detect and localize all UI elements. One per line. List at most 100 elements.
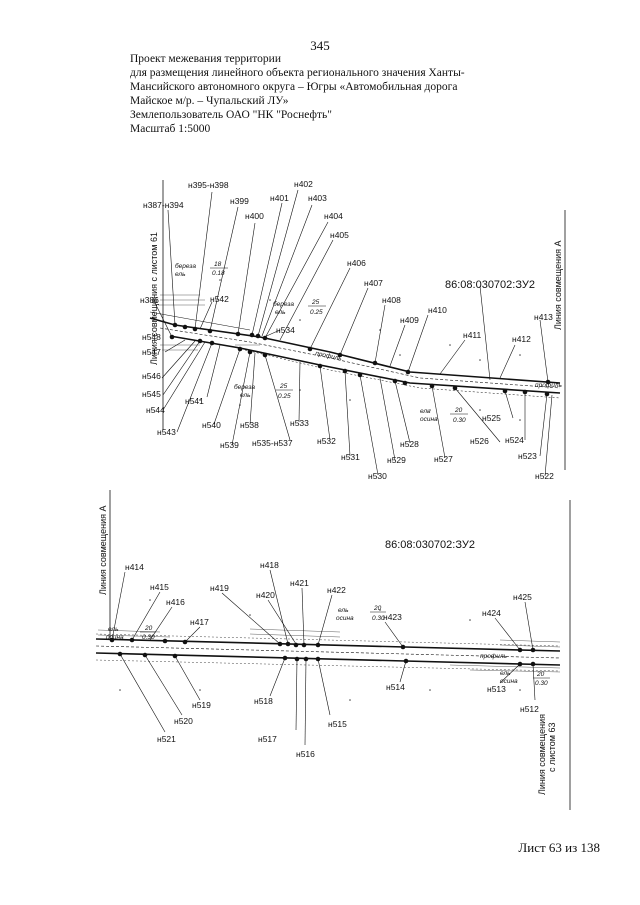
forest-label-aspen-b3: осина — [500, 678, 518, 685]
point-label: н546 — [142, 371, 161, 381]
top-road-label-1: профиль — [315, 350, 343, 363]
point-label: н413 — [534, 312, 553, 322]
point-label: н400 — [245, 211, 264, 221]
document-header: Проект межевания территории для размещен… — [130, 52, 465, 136]
point-label: н530 — [368, 471, 387, 481]
point-label: н403 — [308, 193, 327, 203]
header-line-2: для размещения линейного объекта региона… — [130, 67, 465, 79]
point-label: н514 — [386, 682, 405, 692]
point-label: н534 — [276, 325, 295, 335]
forest-num-3: 25 — [311, 299, 320, 306]
forest-label-spruce-2: ель — [275, 309, 286, 316]
point-label: н387-н394 — [143, 200, 184, 210]
point-label: н519 — [192, 700, 211, 710]
bottom-right-side-label-1: Линия совмещения — [537, 714, 547, 795]
top-map: Линия совмещения с листом 61 Линия совме… — [140, 179, 566, 481]
forest-label-spruce-b3: ель — [500, 670, 511, 677]
point-label: н528 — [400, 439, 419, 449]
point-label: н415 — [150, 582, 169, 592]
top-right-side-label: Линия совмещения А — [553, 241, 563, 330]
point-label: н416 — [166, 597, 185, 607]
bottom-road-label: профиль — [480, 653, 508, 660]
point-label: н420 — [256, 590, 275, 600]
point-label: н540 — [202, 420, 221, 430]
point-label: н547 — [142, 347, 161, 357]
forest-num-2: 0.18 — [212, 270, 225, 277]
forest-num-4: 0.25 — [310, 309, 323, 316]
forest-label-spruce-b2: ель — [338, 607, 349, 614]
point-label: н406 — [347, 258, 366, 268]
point-label: н412 — [512, 334, 531, 344]
point-label: н544 — [146, 405, 165, 415]
page-number: 345 — [310, 38, 330, 53]
forest-label-birch-1: береза — [175, 262, 196, 270]
point-label: н525 — [482, 413, 501, 423]
point-label: н526 — [470, 436, 489, 446]
forest-label-spruce-4: ель — [420, 408, 431, 415]
header-line-3: Мансийского автономного округа – Югры «А… — [130, 81, 458, 93]
point-label: н408 — [382, 295, 401, 305]
point-label: н395-н398 — [188, 180, 229, 190]
point-label: н425 — [513, 592, 532, 602]
point-label: н513 — [487, 684, 506, 694]
point-label: н520 — [174, 716, 193, 726]
point-label: н411 — [463, 330, 482, 340]
point-label: н517 — [258, 734, 277, 744]
forest-label-aspen-b1: осина — [106, 634, 124, 641]
forest-num-b5: 20 — [536, 671, 545, 678]
point-label: н535-н537 — [252, 438, 293, 448]
point-label: н542 — [210, 294, 229, 304]
point-label: н533 — [290, 418, 309, 428]
point-label: н518 — [254, 696, 273, 706]
point-label: н419 — [210, 583, 229, 593]
forest-label-birch-3: береза — [234, 383, 255, 391]
point-label: н421 — [290, 578, 309, 588]
point-label: н545 — [142, 389, 161, 399]
bottom-right-side-label-2: с листом 63 — [547, 722, 557, 772]
point-label: н409 — [400, 315, 419, 325]
forest-num-b2: 0.30 — [142, 634, 155, 641]
point-label: н521 — [157, 734, 176, 744]
forest-num-b4: 0.30 — [372, 615, 385, 622]
point-label: н417 — [190, 617, 209, 627]
point-label: н523 — [518, 451, 537, 461]
point-label: н539 — [220, 440, 239, 450]
point-label: н422 — [327, 585, 346, 595]
forest-label-aspen-1: осина — [420, 416, 438, 423]
point-label: н516 — [296, 749, 315, 759]
point-label: н418 — [260, 560, 279, 570]
top-road-label-2: профиль — [535, 382, 563, 389]
forest-num-8: 0.30 — [453, 417, 466, 424]
point-label: н423 — [383, 612, 402, 622]
point-label: н407 — [364, 278, 383, 288]
point-label: н404 — [324, 211, 343, 221]
point-label: н410 — [428, 305, 447, 315]
point-label: н512 — [520, 704, 539, 714]
header-line-1: Проект межевания территории — [130, 53, 281, 65]
forest-num-5: 25 — [279, 383, 288, 390]
point-label: н527 — [434, 454, 453, 464]
point-label: н524 — [505, 435, 524, 445]
point-label: н529 — [387, 455, 406, 465]
point-label: н405 — [330, 230, 349, 240]
point-label: н402 — [294, 179, 313, 189]
forest-num-b6: 0.30 — [535, 680, 548, 687]
forest-label-aspen-b2: осина — [336, 615, 354, 622]
header-line-4: Майское м/р. – Чупальский ЛУ» — [130, 95, 289, 107]
sheet-footer: Лист 63 из 138 — [518, 840, 600, 855]
forest-label-spruce-b1: ель — [108, 626, 119, 633]
bottom-left-side-label: Линия совмещения А — [98, 506, 108, 595]
header-line-6: Масштаб 1:5000 — [130, 123, 211, 135]
top-left-side-label: Линия совмещения с листом 61 — [149, 232, 159, 365]
point-label: н548 — [142, 332, 161, 342]
forest-num-b3: 20 — [373, 605, 382, 612]
point-label: н401 — [270, 193, 289, 203]
point-label: н414 — [125, 562, 144, 572]
forest-label-spruce-3: ель — [240, 392, 251, 399]
point-label: н386 — [140, 295, 159, 305]
bottom-map: Линия совмещения А Линия совмещения с ли… — [95, 490, 571, 810]
forest-num-b1: 20 — [144, 625, 153, 632]
top-cadastral-number: 86:08:030702:ЗУ2 — [445, 279, 535, 291]
point-label: н531 — [341, 452, 360, 462]
